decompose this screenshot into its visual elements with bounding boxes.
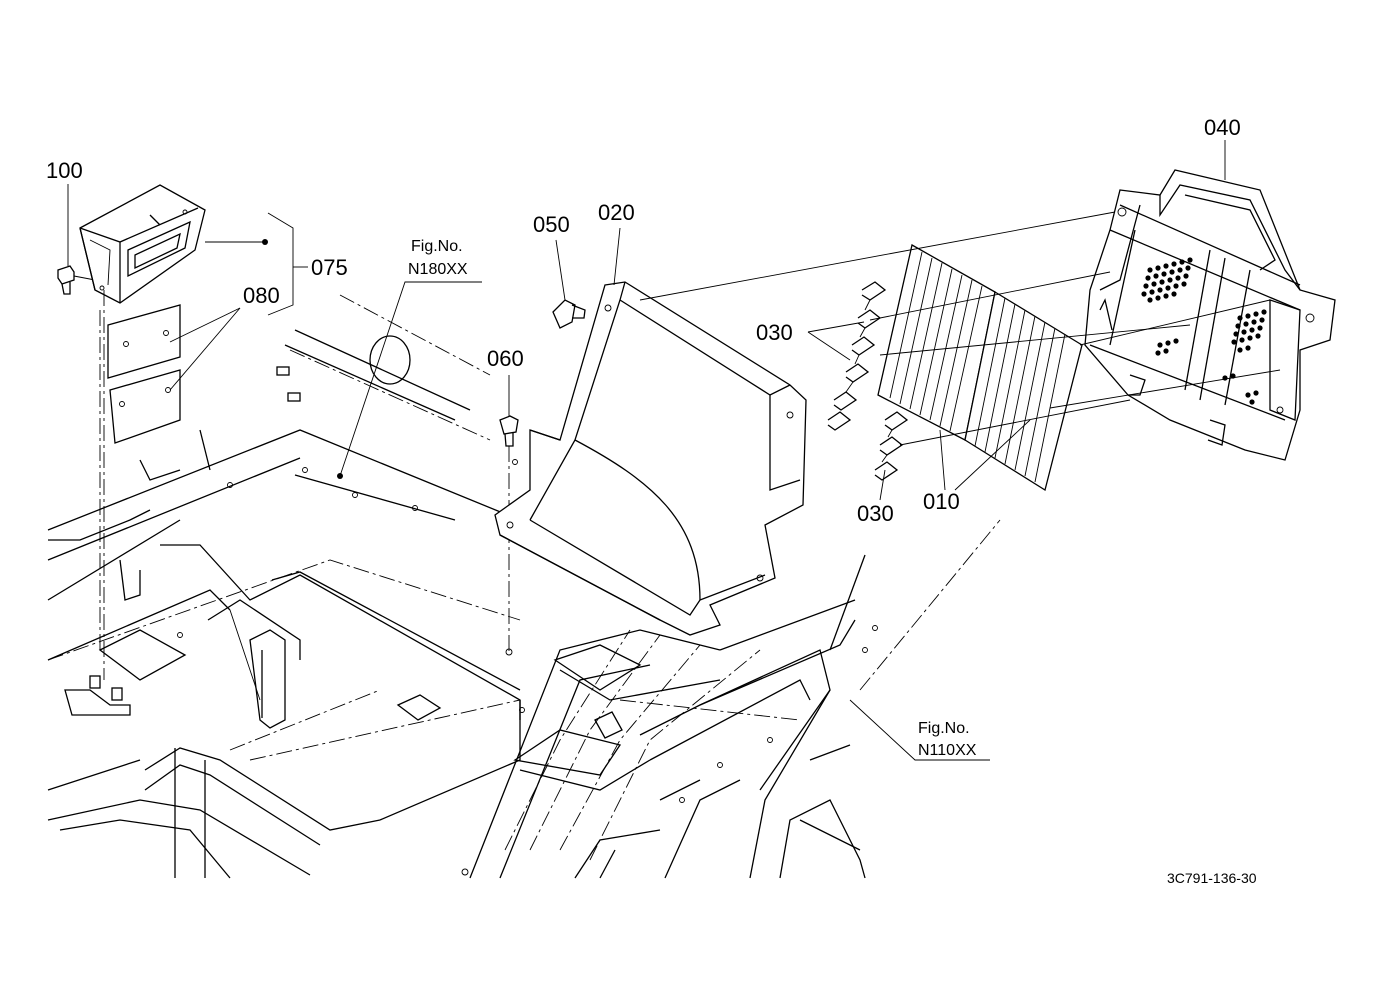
label-080: 080 (243, 283, 280, 308)
label-030-lower: 030 (857, 501, 894, 526)
fig-ref-left-line1: Fig.No. (411, 238, 463, 255)
drawing-code: 3C791-136-30 (1167, 870, 1257, 886)
part-030-clips-upper (827, 281, 887, 431)
fig-ref-left-line2: N180XX (408, 261, 468, 278)
figure-ref-n110xx: Fig.No. N110XX (918, 720, 977, 759)
label-060: 060 (487, 346, 524, 371)
label-020: 020 (598, 200, 635, 225)
part-080-plates (107, 304, 181, 444)
part-075-duct (79, 184, 206, 680)
label-075: 075 (311, 255, 348, 280)
label-030-upper: 030 (756, 320, 793, 345)
part-060-bolt (499, 415, 519, 656)
housing-perforations (1141, 257, 1267, 405)
part-040-housing (1084, 169, 1336, 461)
part-050-knob (552, 299, 586, 329)
part-labels: 100 075 080 050 020 060 030 030 010 040 (46, 115, 1241, 526)
fig-ref-right-line1: Fig.No. (918, 720, 970, 737)
label-100: 100 (46, 158, 83, 183)
chassis-frame (47, 294, 1001, 879)
part-010-filters (877, 244, 1083, 492)
figure-ref-n180xx: Fig.No. N180XX (408, 238, 468, 278)
label-010: 010 (923, 489, 960, 514)
part-100-bolt (57, 265, 96, 295)
label-050: 050 (533, 212, 570, 237)
leader-lines (67, 140, 1281, 761)
label-040: 040 (1204, 115, 1241, 140)
part-030-clips-lower (874, 411, 909, 481)
part-020-cover (494, 281, 807, 636)
fig-ref-right-line2: N110XX (918, 742, 977, 759)
